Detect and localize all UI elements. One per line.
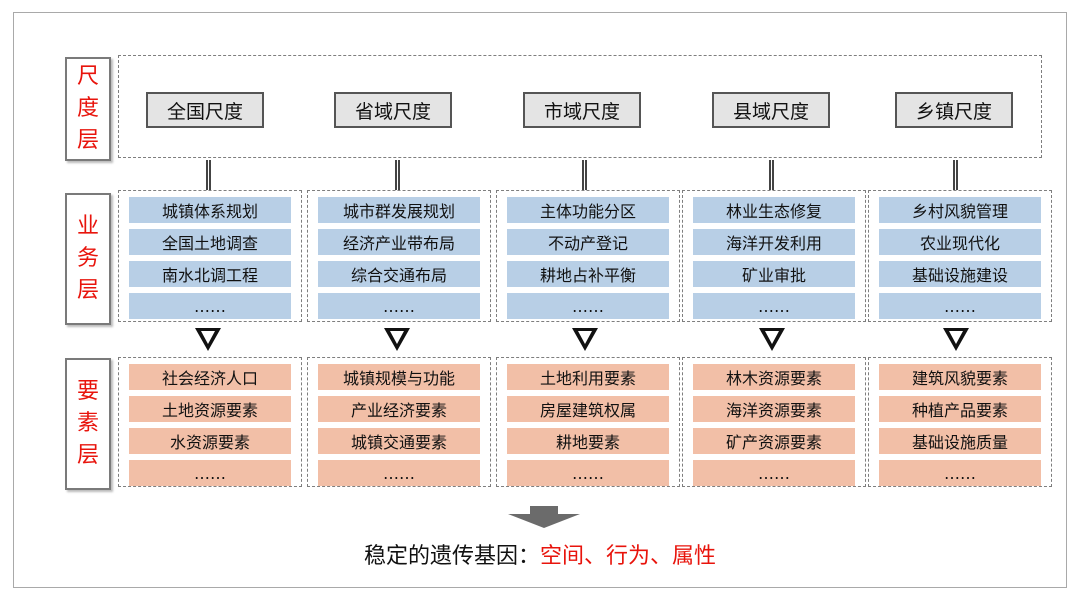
layer-label-scale: 尺度层 <box>65 57 111 161</box>
business-item: …… <box>318 293 480 319</box>
conclusion-behavior: 行为 <box>606 544 651 569</box>
business-column-5: 乡村风貌管理 农业现代化 基础设施建设 …… <box>868 190 1052 322</box>
conclusion-separator: 、 <box>583 544 606 569</box>
down-arrow-icon <box>195 328 221 351</box>
business-item: 矿业审批 <box>693 261 855 287</box>
element-item: 海洋资源要素 <box>693 396 855 422</box>
element-column-4: 林木资源要素 海洋资源要素 矿产资源要素 …… <box>682 357 866 487</box>
business-item: 经济产业带布局 <box>318 229 480 255</box>
layer-label-element-text: 要素层 <box>77 379 100 468</box>
scale-box-provincial: 省域尺度 <box>334 92 452 128</box>
business-item: …… <box>129 293 291 319</box>
business-item: 不动产登记 <box>507 229 669 255</box>
business-item: 林业生态修复 <box>693 197 855 223</box>
business-item: 耕地占补平衡 <box>507 261 669 287</box>
result-arrow-icon <box>508 506 580 528</box>
element-item: 土地利用要素 <box>507 364 669 390</box>
element-item: 城镇交通要素 <box>318 428 480 454</box>
element-column-2: 城镇规模与功能 产业经济要素 城镇交通要素 …… <box>307 357 491 487</box>
layer-label-business: 业务层 <box>65 193 111 325</box>
element-item: 产业经济要素 <box>318 396 480 422</box>
business-item: 农业现代化 <box>879 229 1041 255</box>
element-item: 城镇规模与功能 <box>318 364 480 390</box>
element-item: 矿产资源要素 <box>693 428 855 454</box>
connector-4 <box>769 160 774 190</box>
element-column-5: 建筑风貌要素 种植产品要素 基础设施质量 …… <box>868 357 1052 487</box>
element-column-3: 土地利用要素 房屋建筑权属 耕地要素 …… <box>496 357 680 487</box>
business-item: 南水北调工程 <box>129 261 291 287</box>
business-item: 城市群发展规划 <box>318 197 480 223</box>
element-item: 林木资源要素 <box>693 364 855 390</box>
business-item: 全国土地调查 <box>129 229 291 255</box>
element-item: 种植产品要素 <box>879 396 1041 422</box>
element-item: …… <box>318 460 480 486</box>
connector-5 <box>953 160 958 190</box>
element-item: 房屋建筑权属 <box>507 396 669 422</box>
element-item: 社会经济人口 <box>129 364 291 390</box>
element-item: …… <box>879 460 1041 486</box>
element-item: …… <box>693 460 855 486</box>
down-arrow-icon <box>384 328 410 351</box>
layer-label-element: 要素层 <box>65 358 111 490</box>
element-item: …… <box>129 460 291 486</box>
element-item: 建筑风貌要素 <box>879 364 1041 390</box>
element-item: 土地资源要素 <box>129 396 291 422</box>
business-item: 乡村风貌管理 <box>879 197 1041 223</box>
business-item: 城镇体系规划 <box>129 197 291 223</box>
element-item: 水资源要素 <box>129 428 291 454</box>
conclusion-prefix: 稳定的遗传基因： <box>363 544 540 569</box>
business-item: …… <box>879 293 1041 319</box>
element-item: …… <box>507 460 669 486</box>
scale-box-national: 全国尺度 <box>146 92 264 128</box>
element-item: 基础设施质量 <box>879 428 1041 454</box>
business-item: …… <box>693 293 855 319</box>
layer-label-business-text: 业务层 <box>77 214 100 303</box>
connector-1 <box>206 160 211 190</box>
business-column-4: 林业生态修复 海洋开发利用 矿业审批 …… <box>682 190 866 322</box>
conclusion-text: 稳定的遗传基因：空间、行为、属性 <box>0 538 1080 570</box>
business-item: 海洋开发利用 <box>693 229 855 255</box>
connector-3 <box>582 160 587 190</box>
business-item: 主体功能分区 <box>507 197 669 223</box>
business-item: 基础设施建设 <box>879 261 1041 287</box>
scale-box-county: 县域尺度 <box>712 92 830 128</box>
business-item: 综合交通布局 <box>318 261 480 287</box>
connector-2 <box>395 160 400 190</box>
business-column-2: 城市群发展规划 经济产业带布局 综合交通布局 …… <box>307 190 491 322</box>
down-arrow-icon <box>759 328 785 351</box>
element-item: 耕地要素 <box>507 428 669 454</box>
scale-box-municipal: 市域尺度 <box>523 92 641 128</box>
conclusion-attribute: 属性 <box>672 544 717 569</box>
scale-box-township: 乡镇尺度 <box>895 92 1013 128</box>
business-column-3: 主体功能分区 不动产登记 耕地占补平衡 …… <box>496 190 680 322</box>
down-arrow-icon <box>572 328 598 351</box>
conclusion-separator: 、 <box>650 544 673 569</box>
element-column-1: 社会经济人口 土地资源要素 水资源要素 …… <box>118 357 302 487</box>
layer-label-scale-text: 尺度层 <box>77 64 100 153</box>
conclusion-space: 空间 <box>539 544 584 569</box>
business-column-1: 城镇体系规划 全国土地调查 南水北调工程 …… <box>118 190 302 322</box>
down-arrow-icon <box>943 328 969 351</box>
business-item: …… <box>507 293 669 319</box>
